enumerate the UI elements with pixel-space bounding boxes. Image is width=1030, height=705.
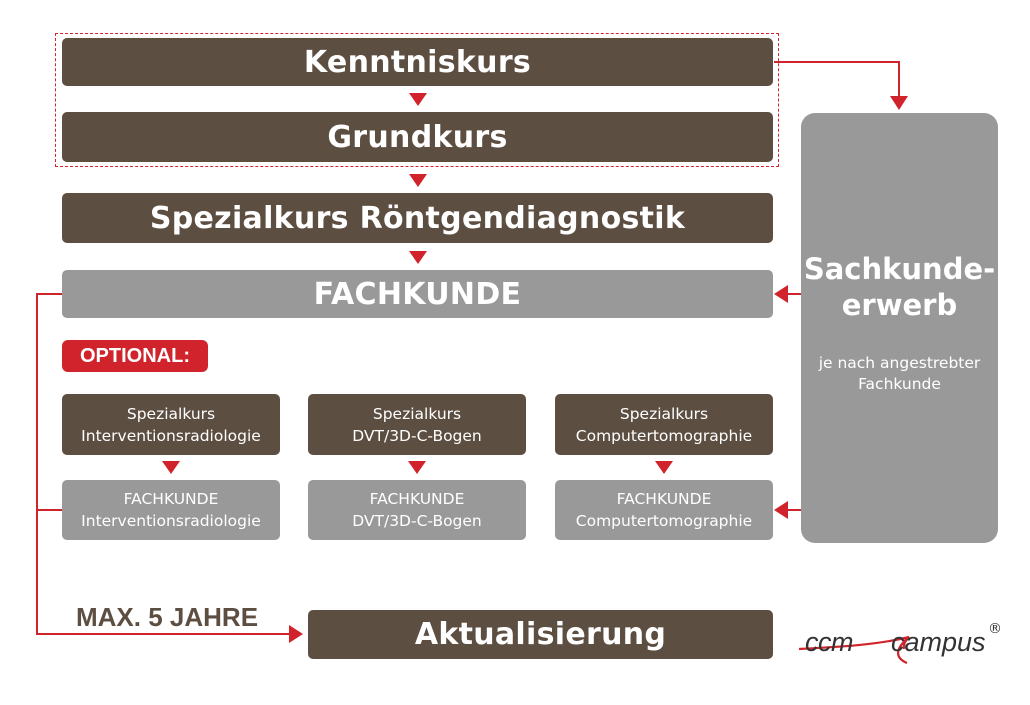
optional-label: OPTIONAL: [80, 344, 190, 367]
kenntniskurs-label: Kenntniskurs [303, 44, 532, 80]
arrow-into-sachkunde [890, 96, 908, 110]
kenntniskurs-box: Kenntniskurs [62, 38, 773, 86]
basic-course-group-frame [55, 33, 779, 167]
logo-registered-mark: ® [988, 621, 1002, 637]
fachkunde-label: FACHKUNDE [313, 276, 522, 312]
fachkunde-computertomographie-box: FACHKUNDE Computertomographie [555, 480, 773, 540]
result-line1: FACHKUNDE [616, 490, 712, 508]
result-line1: FACHKUNDE [369, 490, 465, 508]
optional-badge: OPTIONAL: [62, 340, 208, 372]
line-kenntnis-to-sachkunde [774, 61, 900, 98]
course-line2: DVT/3D-C-Bogen [352, 426, 482, 445]
sachkunde-title: Sachkunde- erwerb [801, 251, 998, 323]
result-line2: DVT/3D-C-Bogen [352, 512, 482, 530]
spezialkurs-interventionsradiologie-box: Spezialkurs Interventionsradiologie [62, 394, 280, 455]
result-line2: Interventionsradiologie [81, 512, 261, 530]
sachkunde-note-line1: je nach angestrebter [818, 354, 981, 372]
max-years-label: MAX. 5 JAHRE [76, 602, 259, 632]
spezialkurs-computertomographie-box: Spezialkurs Computertomographie [555, 394, 773, 455]
course-line1: Spezialkurs [619, 404, 709, 423]
course-line1: Spezialkurs [372, 404, 462, 423]
arrow-into-aktualisierung [289, 625, 303, 643]
fachkunde-dvt-box: FACHKUNDE DVT/3D-C-Bogen [308, 480, 526, 540]
arrow-down-kenntnis-grund [409, 93, 427, 106]
spezialkurs-box: Spezialkurs Röntgendiagnostik [62, 193, 773, 243]
arrow-down-col1 [162, 461, 180, 474]
course-line2: Interventionsradiologie [81, 426, 261, 445]
result-line2: Computertomographie [575, 512, 753, 530]
grundkurs-label: Grundkurs [327, 119, 508, 155]
arrow-down-col3 [655, 461, 673, 474]
arrow-down-spezial-fachkunde [409, 251, 427, 264]
fachkunde-box: FACHKUNDE [62, 270, 773, 318]
arrow-into-fachkunde [774, 285, 788, 303]
arrow-into-fachkunde-ct [774, 501, 788, 519]
logo-text-ccm: ccm [805, 627, 854, 657]
logo-swoosh-icon [798, 635, 910, 665]
course-line2: Computertomographie [575, 426, 753, 445]
course-line1: Spezialkurs [126, 404, 216, 423]
sachkunde-title-line1: Sachkunde- [803, 252, 996, 286]
aktualisierung-label: Aktualisierung [414, 617, 667, 652]
aktualisierung-box: Aktualisierung [308, 610, 773, 659]
line-refresh-bracket [36, 293, 290, 635]
sachkunde-note-line2: Fachkunde [858, 375, 941, 393]
arrow-down-grund-spezial [409, 174, 427, 187]
grundkurs-box: Grundkurs [62, 112, 773, 162]
fachkunde-interventionsradiologie-box: FACHKUNDE Interventionsradiologie [62, 480, 280, 540]
sachkunde-title-line2: erwerb [841, 288, 958, 322]
logo-text-campus: campus [891, 627, 986, 657]
spezialkurs-dvt-box: Spezialkurs DVT/3D-C-Bogen [308, 394, 526, 455]
arrow-down-col2 [408, 461, 426, 474]
result-line1: FACHKUNDE [123, 490, 219, 508]
ccm-campus-logo: ccm campus ® [797, 621, 1002, 667]
sachkunde-note: je nach angestrebter Fachkunde [801, 353, 998, 395]
sachkunde-panel: Sachkunde- erwerb je nach angestrebter F… [801, 113, 998, 543]
spezialkurs-label: Spezialkurs Röntgendiagnostik [149, 200, 686, 236]
